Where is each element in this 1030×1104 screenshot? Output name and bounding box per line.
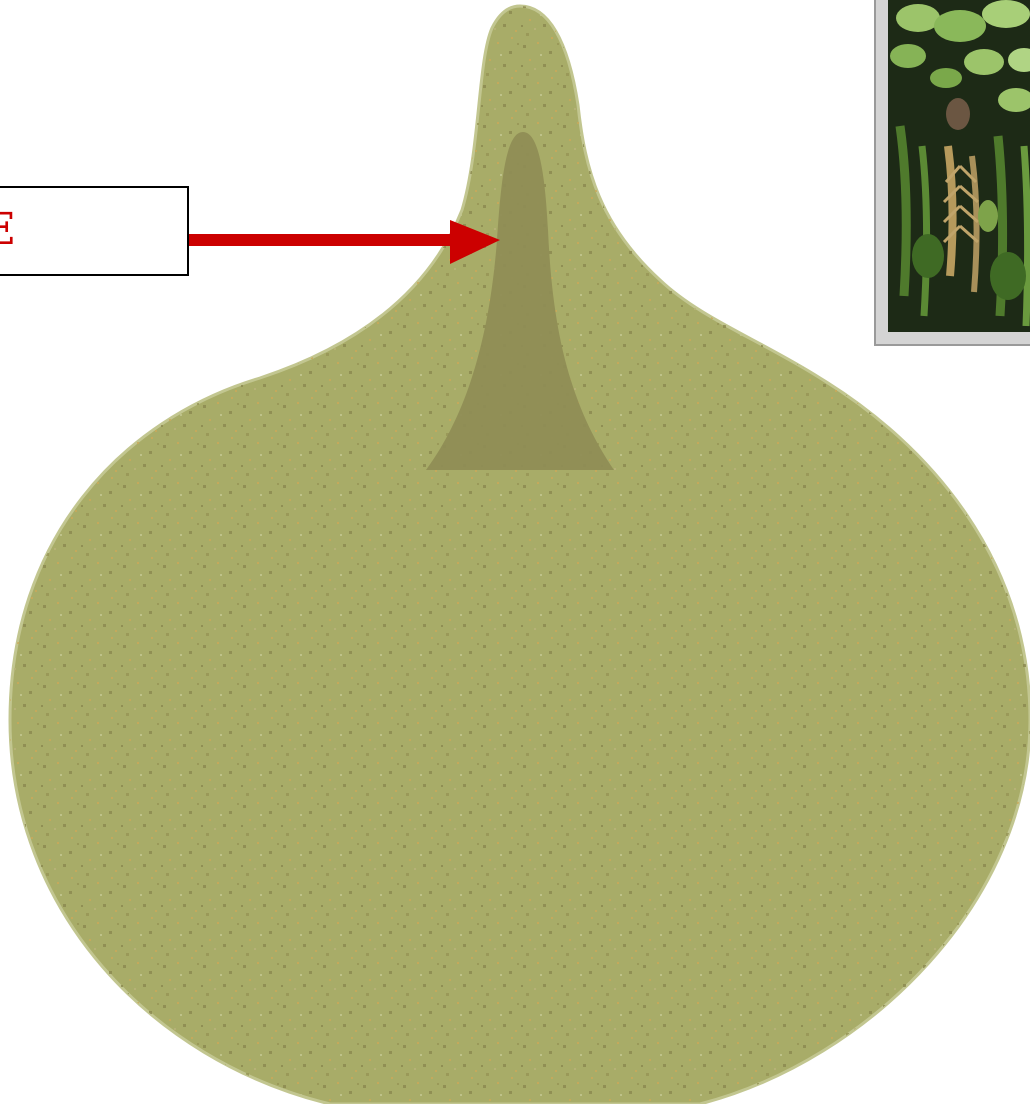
moss-photo-illustration bbox=[888, 0, 1030, 332]
moss-photo bbox=[888, 0, 1030, 332]
photo-frame bbox=[874, 0, 1030, 346]
label-box: E bbox=[0, 186, 189, 276]
label-text: E bbox=[0, 202, 16, 258]
